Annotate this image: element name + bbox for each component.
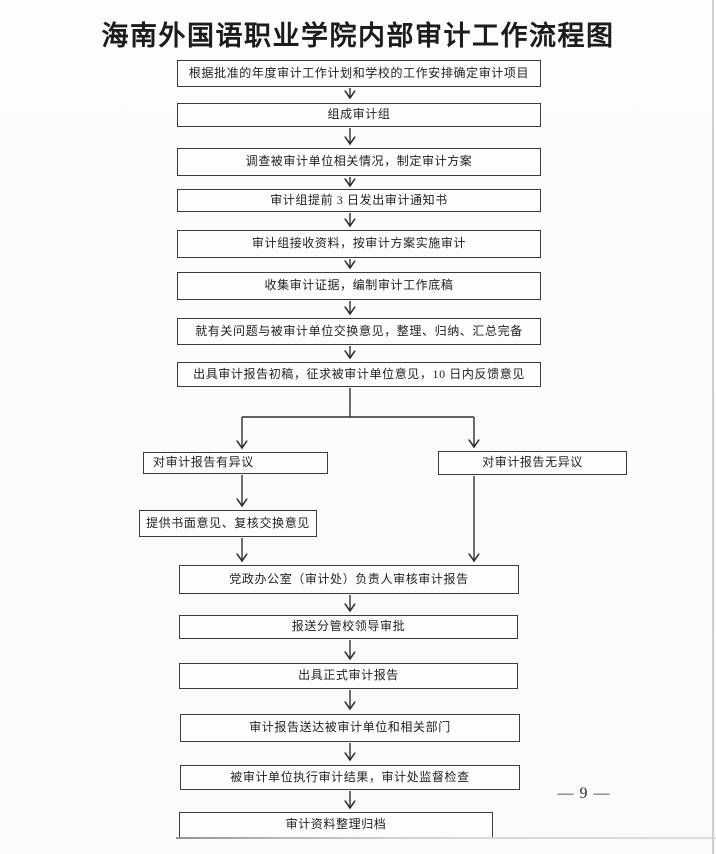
flow-node-implement-audit: 审计组接收资料，按审计方案实施审计: [177, 230, 541, 258]
flow-node-archive-materials: 审计资料整理归档: [179, 812, 493, 838]
flow-node-determine-project: 根据批准的年度审计工作计划和学校的工作安排确定审计项目: [177, 60, 541, 87]
flow-node-leader-review: 党政办公室（审计处）负责人审核审计报告: [179, 565, 519, 594]
flow-node-submit-approval: 报送分管校领导审批: [179, 615, 518, 639]
flow-node-deliver-report: 审计报告送达被审计单位和相关部门: [180, 714, 520, 742]
flow-node-execute-supervise: 被审计单位执行审计结果，审计处监督检查: [180, 765, 520, 790]
flow-node-send-notice: 审计组提前 3 日发出审计通知书: [177, 189, 541, 212]
scan-artifact-line: [176, 837, 716, 839]
flow-node-written-opinion: 提供书面意见、复核交换意见: [139, 510, 317, 537]
flow-node-formal-report: 出具正式审计报告: [179, 663, 518, 689]
flow-node-investigate-plan: 调查被审计单位相关情况，制定审计方案: [177, 148, 541, 176]
flow-node-form-audit-team: 组成审计组: [177, 103, 541, 127]
flow-node-draft-report: 出具审计报告初稿，征求被审计单位意见，10 日内反馈意见: [177, 362, 541, 387]
flow-node-exchange-opinions: 就有关问题与被审计单位交换意见，整理、归纳、汇总完备: [177, 318, 541, 345]
page-number: — 9 —: [557, 785, 611, 802]
flow-node-collect-evidence: 收集审计证据，编制审计工作底稿: [177, 272, 541, 300]
page-title: 海南外国语职业学院内部审计工作流程图: [101, 21, 615, 51]
flow-node-no-objection: 对审计报告无异议: [438, 451, 627, 475]
scan-edge-right: [712, 0, 714, 854]
flow-node-has-objection: 对审计报告有异议: [143, 452, 328, 474]
